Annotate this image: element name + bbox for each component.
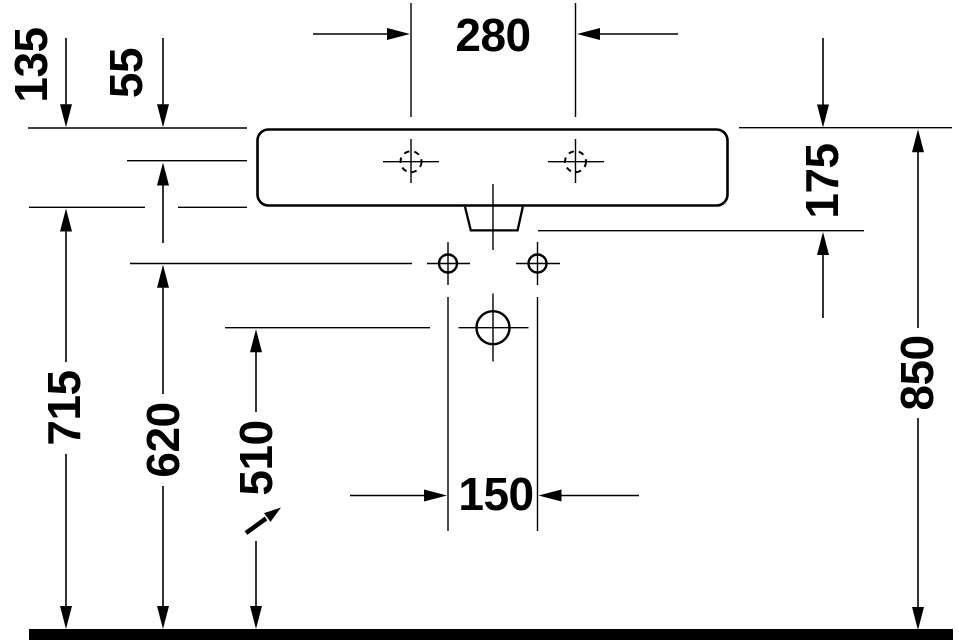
dim-715-arrow-up-icon [60, 208, 72, 232]
dim-620-arrow-down-icon [157, 606, 169, 629]
dim-175: 175 [796, 38, 848, 318]
overflow-spigot [463, 184, 524, 250]
drain-hole [458, 293, 529, 362]
dim-620: 620 [137, 264, 189, 629]
dim-510-arrow-down-icon [250, 606, 262, 629]
diagonal-adjust-arrow [244, 507, 281, 535]
dim-715-label: 715 [38, 370, 90, 445]
tap-hole-right [548, 139, 604, 183]
dim-175-arrow-down-icon [817, 104, 829, 128]
reference-lines [28, 126, 952, 329]
dim-510: 510 [230, 329, 282, 629]
spigot-trapezoid [463, 206, 524, 232]
dim-850: 850 [891, 129, 943, 630]
dim-510-arrow-up-icon [250, 329, 262, 353]
fixing-hole-right [516, 242, 560, 285]
dim-150: 150 [350, 297, 639, 531]
dim-150-arrow-left-icon [538, 489, 562, 502]
dim-510-label: 510 [230, 420, 282, 495]
dim-280-arrow-right-icon [387, 28, 410, 40]
dim-280-label: 280 [455, 9, 530, 61]
dim-715-arrow-down-icon [60, 606, 72, 629]
dim-55-arrow-down-icon [157, 104, 169, 128]
diagonal-arrow-shaft [244, 516, 268, 535]
dim-850-arrow-down-icon [912, 607, 924, 630]
dim-175-arrow-up-icon [817, 232, 829, 255]
dim-150-arrow-right-icon [424, 489, 447, 502]
dim-55: 55 [100, 38, 169, 243]
dim-135: 135 [5, 27, 72, 128]
dim-135-label: 135 [5, 27, 57, 102]
dim-280: 280 [313, 3, 678, 117]
tap-hole-left [383, 139, 439, 183]
diagonal-arrow-head-icon [264, 507, 281, 522]
dim-280-arrow-left-icon [577, 28, 600, 40]
dim-620-arrow-up-icon [157, 264, 169, 288]
dim-55-label: 55 [100, 48, 152, 98]
dim-175-label: 175 [796, 143, 848, 218]
dim-55-arrow-up-icon [157, 162, 169, 186]
dim-850-arrow-up-icon [912, 129, 924, 153]
dim-850-label: 850 [891, 335, 943, 410]
fixing-hole-left [427, 242, 470, 285]
dim-715: 715 [38, 208, 90, 629]
dim-620-label: 620 [137, 402, 189, 477]
dim-135-arrow-down-icon [60, 104, 72, 128]
dim-150-label: 150 [458, 468, 533, 520]
